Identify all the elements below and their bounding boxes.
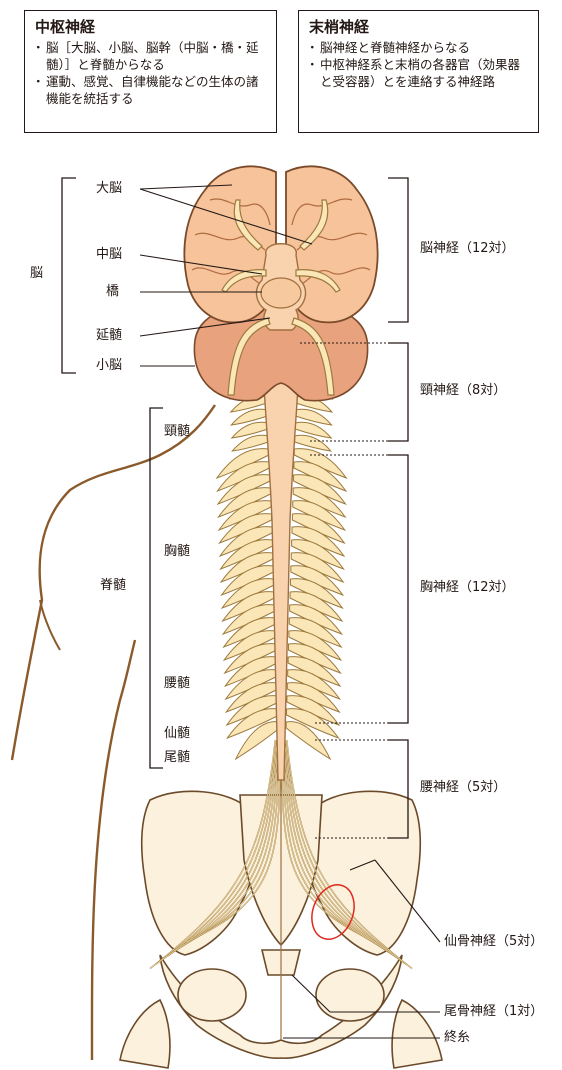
label-thoracic-cord: 胸髄 [164,544,190,560]
label-pons: 橋 [106,284,119,300]
label-medulla: 延髄 [96,328,122,344]
label-cervical-nerves: 頸神経（8対） [420,383,506,399]
label-thoracic-nerves: 胸神経（12対） [420,580,515,596]
label-sacral-nerves: 仙骨神経（5対） [444,934,543,950]
label-lumbar-nerves: 腰神経（5対） [420,780,506,796]
label-coccygeal-cord: 尾髄 [164,750,190,766]
label-midbrain: 中脳 [96,247,122,263]
label-cerebellum: 小脳 [96,358,122,374]
label-cranial-nerves: 脳神経（12対） [420,241,515,257]
label-cervical-cord: 頸髄 [164,424,190,440]
bracket [62,178,163,768]
bracket [388,178,408,838]
label-brain: 脳 [30,266,43,282]
body-outline [40,600,60,650]
label-spinal-cord: 脊髄 [100,578,126,594]
label-filum-terminale: 終糸 [444,1030,470,1046]
body-outline [92,640,135,1060]
pons [261,278,301,308]
label-coccygeal-nerve: 尾骨神経（1対） [444,1004,543,1020]
label-lumbar-cord: 腰髄 [164,676,190,692]
label-cerebrum: 大脳 [96,181,122,197]
label-sacral-cord: 仙髄 [164,726,190,742]
